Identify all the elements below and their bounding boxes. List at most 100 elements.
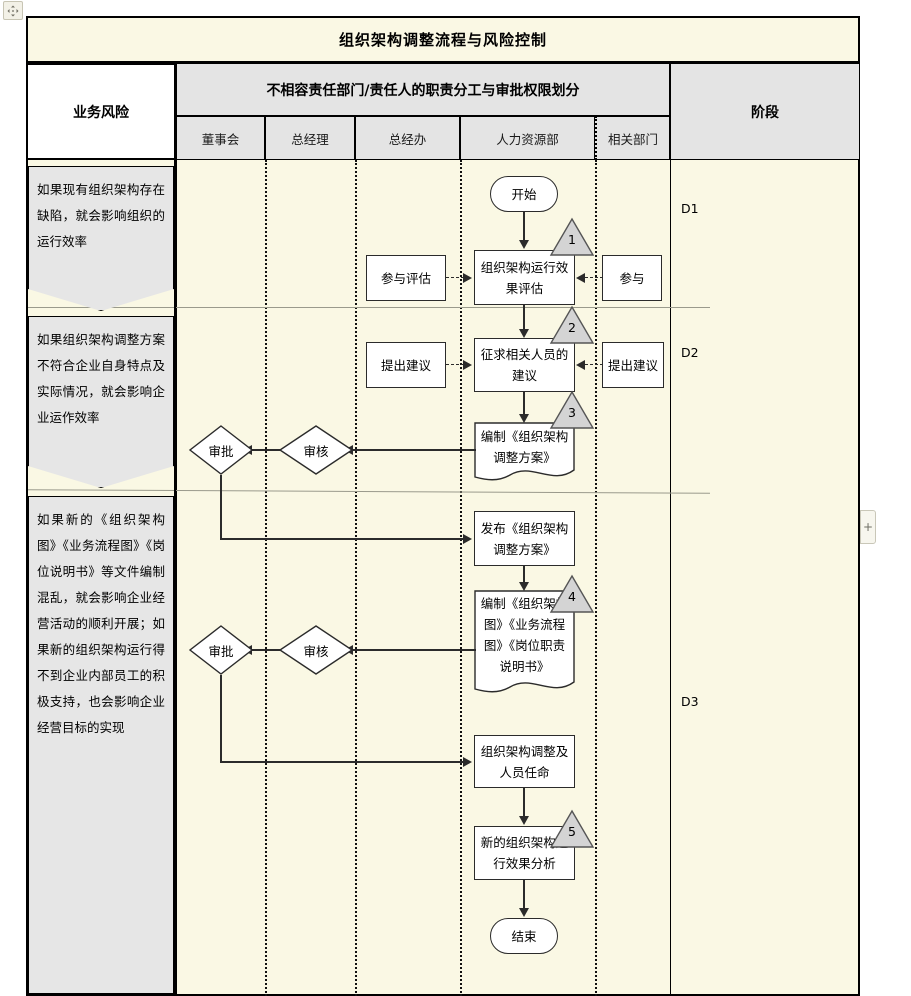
stage-label-d3: D3 — [681, 694, 699, 709]
lane-divider-5 — [670, 160, 671, 996]
stage-label-d2-text: D2 — [681, 345, 699, 360]
node-draft-structure-docs[interactable]: 编制《组织架构图》《业务流程图》《岗位职责说明书》 — [474, 590, 575, 698]
lane-header-board: 董事会 — [176, 116, 265, 160]
connector-right1-to-n1 — [585, 277, 603, 278]
lane-divider-1 — [265, 160, 267, 996]
expand-panel-button[interactable]: + — [860, 510, 876, 544]
connector-left2-to-n2 — [446, 364, 464, 365]
arrowhead-n4-to-n5 — [519, 582, 529, 591]
badge-5: 5 — [548, 808, 596, 850]
stage-divider-1 — [26, 307, 710, 308]
connector-n6-to-n7 — [523, 788, 525, 820]
node-draft-adjustment-plan-label: 编制《组织架构调整方案》 — [480, 429, 569, 465]
arrowhead-approve2-to-n6 — [463, 757, 472, 767]
node-assess-structure-label: 组织架构运行效果评估 — [480, 259, 569, 296]
node-draft-structure-docs-label: 编制《组织架构图》《业务流程图》《岗位职责说明书》 — [480, 596, 569, 674]
arrowhead-right2-to-n2 — [576, 360, 585, 370]
badge-2: 2 — [548, 304, 596, 346]
lane-divider-3 — [460, 160, 462, 996]
decision-review-1[interactable]: 审核 — [278, 424, 354, 476]
connector-n2-to-n3 — [523, 392, 525, 418]
decision-approve-1-label: 审批 — [208, 443, 234, 459]
lane-divider-0 — [176, 160, 177, 996]
arrowhead-n7-to-end — [519, 908, 529, 917]
connector-start-to-n1 — [523, 212, 525, 244]
risk-text-2: 如果组织架构调整方案不符合企业自身特点及实际情况，就会影响企业运作效率 — [37, 332, 165, 425]
move-handle-icon[interactable] — [3, 1, 23, 20]
risk-text-3: 如果新的《组织架构图》《业务流程图》《岗位说明书》等文件编制混乱，就会影响企业经… — [37, 512, 165, 735]
page-title-text: 组织架构调整流程与风险控制 — [338, 31, 547, 49]
node-adjust-and-appoint-label: 组织架构调整及人员任命 — [480, 743, 569, 780]
arrowhead-approve1-to-n4 — [463, 534, 472, 544]
risk-chevron-2: 如果组织架构调整方案不符合企业自身特点及实际情况，就会影响企业运作效率 — [28, 316, 174, 488]
decision-review-2-label: 审核 — [303, 643, 329, 659]
header-stage-column: 阶段 — [670, 63, 860, 160]
connector-approve2-down — [220, 675, 222, 762]
header-risk-label: 业务风险 — [73, 104, 129, 121]
connector-n7-to-end — [523, 880, 525, 912]
risk-column — [26, 160, 176, 996]
badge-4-number: 4 — [568, 589, 576, 604]
side-node-participate[interactable]: 参与 — [602, 255, 662, 301]
risk-chevron-3: 如果新的《组织架构图》《业务流程图》《岗位说明书》等文件编制混乱，就会影响企业经… — [28, 496, 174, 994]
connector-n1-to-n2 — [523, 305, 525, 333]
node-assess-structure[interactable]: 组织架构运行效果评估 — [474, 250, 575, 305]
header-dept-group: 不相容责任部门/责任人的职责分工与审批权限划分 — [176, 63, 670, 116]
connector-review2-to-approve2 — [250, 649, 280, 651]
connector-review1-to-approve1 — [250, 449, 280, 451]
node-analyze-new-structure-label: 新的组织架构运行效果分析 — [480, 835, 569, 871]
arrowhead-left1-to-n1 — [463, 273, 472, 283]
lane-header-related-label: 相关部门 — [607, 131, 658, 147]
risk-chevron-1: 如果现有组织架构存在缺陷，就会影响组织的运行效率 — [28, 166, 174, 311]
lane-header-gm-label: 总经理 — [291, 131, 329, 147]
lane-header-hr: 人力资源部 — [460, 116, 595, 160]
page-title: 组织架构调整流程与风险控制 — [26, 16, 860, 63]
lane-header-gm-office: 总经办 — [355, 116, 460, 160]
connector-approve1-down — [220, 475, 222, 539]
connector-right2-to-n2 — [585, 364, 603, 365]
node-draft-adjustment-plan[interactable]: 编制《组织架构调整方案》 — [474, 422, 575, 484]
connector-n5-to-review2 — [352, 649, 476, 651]
lane-header-related: 相关部门 — [595, 116, 670, 160]
header-stage-label: 阶段 — [751, 104, 779, 121]
connector-approve2-to-n6 — [220, 761, 465, 763]
side-node-offer-advice-left[interactable]: 提出建议 — [366, 342, 446, 388]
badge-1: 1 — [548, 216, 596, 258]
side-node-participate-assessment[interactable]: 参与评估 — [366, 255, 446, 301]
arrowhead-n6-to-n7 — [519, 816, 529, 825]
badge-5-number: 5 — [568, 824, 576, 839]
arrowhead-left2-to-n2 — [463, 360, 472, 370]
side-node-offer-advice-right-label: 提出建议 — [607, 357, 658, 373]
lane-divider-4 — [595, 160, 597, 996]
side-node-participate-label: 参与 — [619, 270, 645, 286]
header-dept-label: 不相容责任部门/责任人的职责分工与审批权限划分 — [266, 82, 580, 99]
side-node-offer-advice-right[interactable]: 提出建议 — [602, 342, 664, 388]
node-start-label: 开始 — [511, 186, 537, 202]
header-risk-column: 业务风险 — [26, 63, 176, 160]
badge-4: 4 — [548, 573, 596, 615]
badge-2-number: 2 — [568, 320, 576, 335]
decision-approve-2[interactable]: 审批 — [188, 624, 254, 676]
node-publish-adjustment-plan[interactable]: 发布《组织架构调整方案》 — [474, 511, 575, 566]
decision-approve-1[interactable]: 审批 — [188, 424, 254, 476]
node-adjust-and-appoint[interactable]: 组织架构调整及人员任命 — [474, 735, 575, 788]
node-solicit-advice-label: 征求相关人员的建议 — [480, 347, 569, 383]
decision-approve-2-label: 审批 — [208, 643, 234, 659]
expand-panel-button-label: + — [862, 520, 874, 534]
node-solicit-advice[interactable]: 征求相关人员的建议 — [474, 338, 575, 392]
lane-header-gm-office-label: 总经办 — [388, 131, 427, 147]
node-end-label: 结束 — [511, 928, 537, 944]
arrowhead-start-to-n1 — [519, 240, 529, 249]
node-start[interactable]: 开始 — [490, 176, 558, 212]
node-end[interactable]: 结束 — [490, 918, 558, 954]
arrowhead-right1-to-n1 — [576, 273, 585, 283]
connector-approve1-to-n4 — [220, 538, 465, 540]
stage-label-d2: D2 — [681, 345, 699, 360]
arrowhead-n2-to-n3 — [519, 414, 529, 423]
side-node-participate-assessment-label: 参与评估 — [380, 270, 431, 286]
lane-header-gm: 总经理 — [265, 116, 355, 160]
lane-header-board-label: 董事会 — [201, 131, 240, 147]
decision-review-2[interactable]: 审核 — [278, 624, 354, 676]
badge-3: 3 — [548, 389, 596, 431]
